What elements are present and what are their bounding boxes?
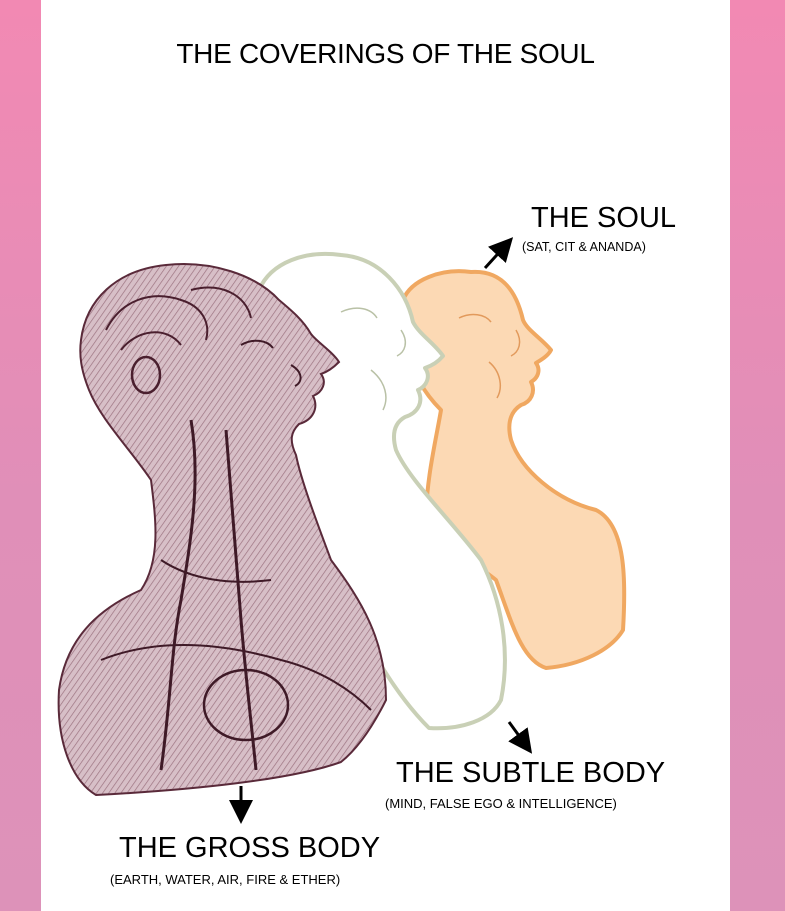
subtle-body-label: THE SUBTLE BODY — [396, 757, 665, 790]
diagram-title: THE COVERINGS OF THE SOUL — [41, 38, 730, 70]
diagram-panel: THE COVERINGS OF THE SOUL THE SOUL (SAT,… — [41, 0, 730, 911]
soul-sublabel: (SAT, CIT & ANANDA) — [522, 240, 646, 254]
gross-body-label: THE GROSS BODY — [119, 832, 380, 865]
subtle-body-sublabel: (MIND, FALSE EGO & INTELLIGENCE) — [385, 796, 617, 811]
gross-body-sublabel: (EARTH, WATER, AIR, FIRE & ETHER) — [110, 872, 340, 887]
soul-arrow — [485, 246, 505, 268]
subtle-arrow — [509, 722, 525, 744]
soul-label: THE SOUL — [531, 202, 676, 235]
